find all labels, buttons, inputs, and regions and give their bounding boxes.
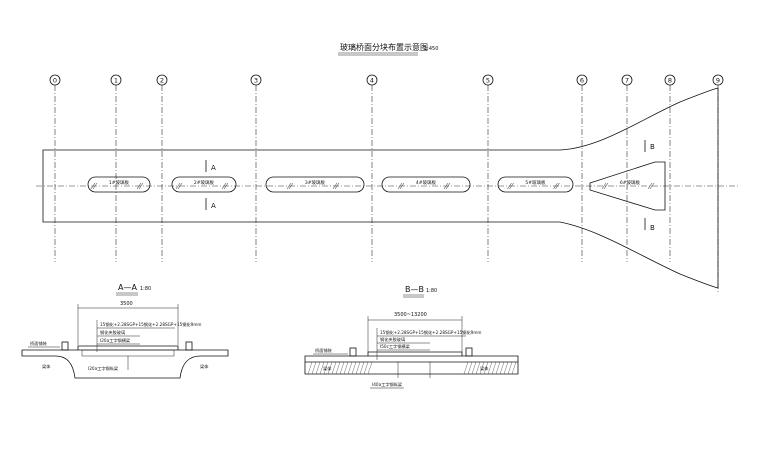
deck-outline	[42, 87, 719, 289]
bb-dimension: 3500~13200	[394, 312, 427, 318]
axis-label: 1	[114, 77, 118, 85]
aa-beam	[81, 349, 175, 357]
axis-label: 8	[668, 77, 672, 85]
svg-text:B: B	[650, 224, 655, 232]
axis-label: 9	[716, 77, 720, 85]
axis-2: 2	[156, 74, 168, 262]
axis-label: 4	[370, 77, 374, 85]
glass-panel-label: 4#玻璃板	[416, 179, 437, 186]
axis-label: 5	[486, 77, 490, 85]
glass-panel-3: 3#玻璃板	[265, 176, 365, 193]
svg-text:A: A	[211, 164, 216, 172]
axis-6: 6	[576, 74, 588, 262]
glass-panel-label: 6#玻璃板	[620, 179, 641, 186]
panel-6-outline	[589, 161, 666, 211]
aa-left-rail	[61, 341, 69, 351]
plan-view: 玻璃桥面分块布置示意图 1:450 0 1 2 3 4 5 6 7 8 9 1#玻璃板 2#玻璃板 3…	[36, 42, 740, 292]
section-aa: A—A 1:80 3500 15钢化+2.28SGP+15钢化+2.28SGP+…	[21, 283, 229, 379]
axis-label: 3	[254, 77, 258, 85]
aa-deck	[21, 345, 229, 379]
aa-note-1: 15钢化+2.28SGP+15钢化+2.28SGP+15钢化9mm	[100, 321, 201, 328]
svg-text:A: A	[211, 202, 216, 210]
section-mark-b: B B	[644, 140, 655, 232]
glass-panel-2: 2#玻璃板	[171, 176, 237, 193]
glass-panel-label: 2#玻璃板	[194, 179, 215, 186]
bb-left-label-2: 梁体	[323, 365, 332, 372]
axis-label: 0	[53, 77, 57, 85]
axis-label: 6	[580, 77, 584, 85]
axis-5: 5	[482, 74, 494, 262]
glass-panel-6: 6#玻璃板	[601, 179, 655, 190]
glass-panel-label: 5#玻璃板	[525, 179, 546, 186]
glass-panel-5: 5#玻璃板	[497, 176, 574, 193]
aa-note-2: 钢化夹胶玻璃	[100, 329, 125, 336]
section-bb: B—B 1:80 3500~13200 15钢化+2.28SGP+15钢化+2.…	[304, 285, 519, 389]
plan-scale: 1:450	[424, 46, 438, 52]
section-bb-scale: 1:80	[426, 288, 437, 294]
glass-panel-4: 4#玻璃板	[381, 176, 471, 193]
axis-3: 3	[250, 74, 262, 262]
axis-8: 8	[664, 74, 676, 262]
section-mark-a: A A	[205, 160, 216, 210]
glass-panels: 1#玻璃板 2#玻璃板 3#玻璃板 4#玻璃板 5#玻璃板 6#玻璃板	[87, 176, 655, 193]
aa-dimension: 3500	[120, 301, 133, 307]
bb-note-1: 15钢化+2.28SGP+15钢化+2.28SGP+15钢化9mm	[380, 329, 481, 336]
axis-4: 4	[366, 74, 378, 262]
section-aa-scale: 1:80	[140, 286, 151, 292]
svg-text:B: B	[650, 143, 655, 151]
axis-1: 1	[110, 74, 122, 262]
bb-note-2: 钢化夹胶玻璃	[380, 336, 405, 343]
aa-note-3: I20a工字钢横梁	[100, 337, 131, 344]
bb-bottom-note: I40a工字钢纵梁	[372, 381, 403, 388]
bb-note-3: I50c工字钢横梁	[380, 343, 411, 350]
bb-left-label: 桥面铺装	[315, 347, 333, 354]
axis-7: 7	[621, 74, 633, 262]
glass-panel-1: 1#玻璃板	[87, 176, 151, 193]
glass-panel-label: 3#玻璃板	[305, 179, 326, 186]
aa-left-label: 桥面铺装	[30, 340, 48, 347]
bb-right-label: 梁体	[480, 365, 489, 372]
axis-grid: 0 1 2 3 4 5 6 7 8 9	[49, 74, 724, 292]
bb-right-rail	[465, 347, 473, 357]
plan-title: 玻璃桥面分块布置示意图	[340, 42, 428, 52]
axis-label: 7	[625, 77, 629, 85]
axis-0: 0	[49, 74, 61, 262]
aa-bottom-note: I20a工字钢纵梁	[88, 365, 119, 372]
bb-hatch	[307, 361, 517, 375]
section-bb-title: B—B	[405, 285, 424, 294]
aa-left-label-2: 梁体	[42, 363, 51, 370]
aa-right-label: 梁体	[200, 363, 209, 370]
glass-panel-label: 1#玻璃板	[109, 179, 130, 186]
section-aa-title: A—A	[118, 283, 137, 292]
aa-right-rail	[185, 341, 193, 351]
axis-label: 2	[160, 77, 164, 85]
bb-left-rail	[349, 347, 357, 357]
